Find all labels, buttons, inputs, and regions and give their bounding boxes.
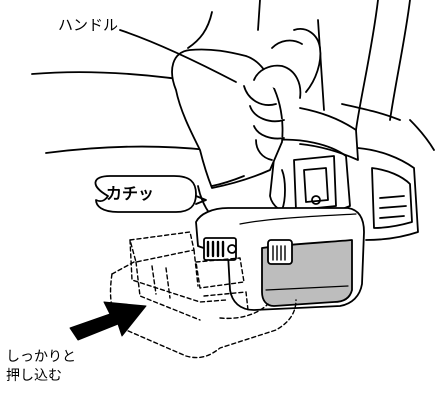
hand (171, 28, 322, 189)
push-firmly-line-1: しっかりと (6, 349, 76, 365)
push-firmly-label: しっかりと 押し込む (6, 348, 76, 386)
click-bubble (94, 175, 207, 213)
handle-label: ハンドル (58, 16, 119, 34)
click-sound-label: カチッ (106, 184, 155, 203)
battery-pack (195, 207, 365, 311)
push-firmly-line-2: 押し込む (6, 368, 62, 384)
push-arrow (69, 301, 147, 341)
handle-leader-line (119, 29, 237, 83)
